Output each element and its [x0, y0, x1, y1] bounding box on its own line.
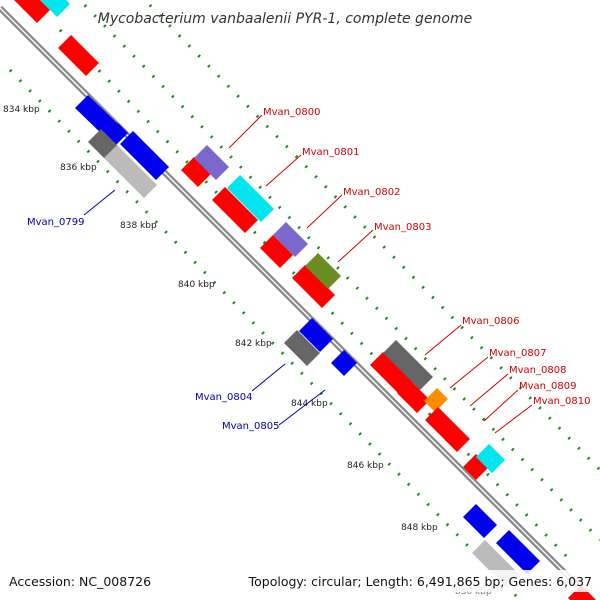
- gc-dot-track-outer-1: [8, 68, 522, 600]
- gene-arrow[interactable]: [445, 427, 470, 452]
- gc-dot-tracks: [8, 0, 600, 600]
- gene-label[interactable]: Mvan_0808: [509, 365, 566, 376]
- gene-arrow[interactable]: [383, 340, 433, 390]
- gene-label[interactable]: Mvan_0800: [263, 107, 320, 118]
- gene-label[interactable]: Mvan_0810: [533, 396, 590, 407]
- tick-label: 836 kbp: [60, 163, 97, 173]
- gene-arrow[interactable]: [194, 145, 229, 180]
- gene-label[interactable]: Mvan_0802: [343, 187, 400, 198]
- accession-text: Accession: NC_008726: [9, 574, 151, 589]
- reverse-strand-features: [75, 95, 540, 588]
- gene-label[interactable]: Mvan_0806: [462, 316, 519, 327]
- gene-label[interactable]: Mvan_0801: [302, 147, 359, 158]
- leader-line: [228, 114, 263, 149]
- gene-arrow[interactable]: [212, 187, 258, 233]
- gene-label[interactable]: Mvan_0804: [195, 392, 252, 403]
- gene-arrow[interactable]: [299, 318, 333, 352]
- leader-line: [337, 229, 374, 263]
- tick-label: 834 kbp: [3, 105, 40, 115]
- gene-arrow[interactable]: [32, 0, 70, 17]
- gene-arrow[interactable]: [370, 352, 413, 395]
- gene-arrow[interactable]: [425, 407, 460, 442]
- gene-label[interactable]: Mvan_0809: [519, 381, 576, 392]
- gene-arrow[interactable]: [292, 265, 335, 308]
- gene-arrow[interactable]: [58, 35, 99, 76]
- gc-dot-track-inner-1: [77, 0, 600, 542]
- tick-label: 840 kbp: [178, 280, 215, 290]
- map-title: Mycobacterium vanbaalenii PYR-1, complet…: [98, 11, 473, 27]
- tick-label: 848 kbp: [401, 523, 438, 533]
- gene-label[interactable]: Mvan_0799: [27, 217, 84, 228]
- leader-line: [265, 154, 302, 187]
- leader-line: [306, 194, 343, 229]
- gene-arrow[interactable]: [476, 444, 505, 473]
- tick-label: 838 kbp: [120, 221, 157, 231]
- genome-summary: Topology: circular; Length: 6,491,865 bp…: [248, 574, 592, 589]
- footer-backdrop: [0, 570, 600, 592]
- leader-line: [449, 356, 489, 389]
- gene-arrow[interactable]: [273, 222, 308, 257]
- leader-line: [483, 389, 519, 422]
- leader-line: [494, 404, 533, 434]
- gene-arrow[interactable]: [397, 380, 430, 413]
- gene-label[interactable]: Mvan_0807: [489, 348, 546, 359]
- gene-arrow[interactable]: [463, 504, 497, 538]
- tick-labels: 834 kbp 836 kbp 838 kbp 840 kbp 842 kbp …: [3, 105, 492, 597]
- gene-arrow[interactable]: [104, 145, 157, 198]
- gene-arrow[interactable]: [75, 95, 118, 137]
- gene-label[interactable]: Mvan_0803: [374, 222, 431, 233]
- tick-label: 846 kbp: [347, 461, 384, 471]
- gene-label[interactable]: Mvan_0805: [222, 421, 279, 432]
- leader-line: [251, 363, 286, 392]
- gene-arrow[interactable]: [568, 585, 598, 600]
- gene-arrow[interactable]: [424, 388, 448, 412]
- gene-labels: Mvan_0799 Mvan_0800 Mvan_0801 Mvan_0802 …: [27, 107, 590, 432]
- gene-arrow[interactable]: [284, 330, 320, 366]
- gene-arrow[interactable]: [496, 530, 540, 574]
- gene-arrow[interactable]: [181, 157, 211, 187]
- gene-arrow[interactable]: [227, 175, 274, 222]
- tick-label: 842 kbp: [235, 339, 272, 349]
- gene-arrow[interactable]: [260, 235, 293, 268]
- leader-line: [424, 324, 462, 356]
- gene-arrow[interactable]: [331, 350, 357, 376]
- gene-arrow[interactable]: [305, 253, 341, 289]
- leader-line: [469, 373, 509, 407]
- leader-line: [278, 389, 326, 426]
- label-leaders: [83, 114, 533, 434]
- gene-arrow[interactable]: [8, 0, 50, 23]
- leader-line: [83, 189, 116, 216]
- tick-label: 844 kbp: [291, 399, 328, 409]
- forward-strand-features: [8, 0, 598, 600]
- gene-arrow[interactable]: [120, 131, 169, 180]
